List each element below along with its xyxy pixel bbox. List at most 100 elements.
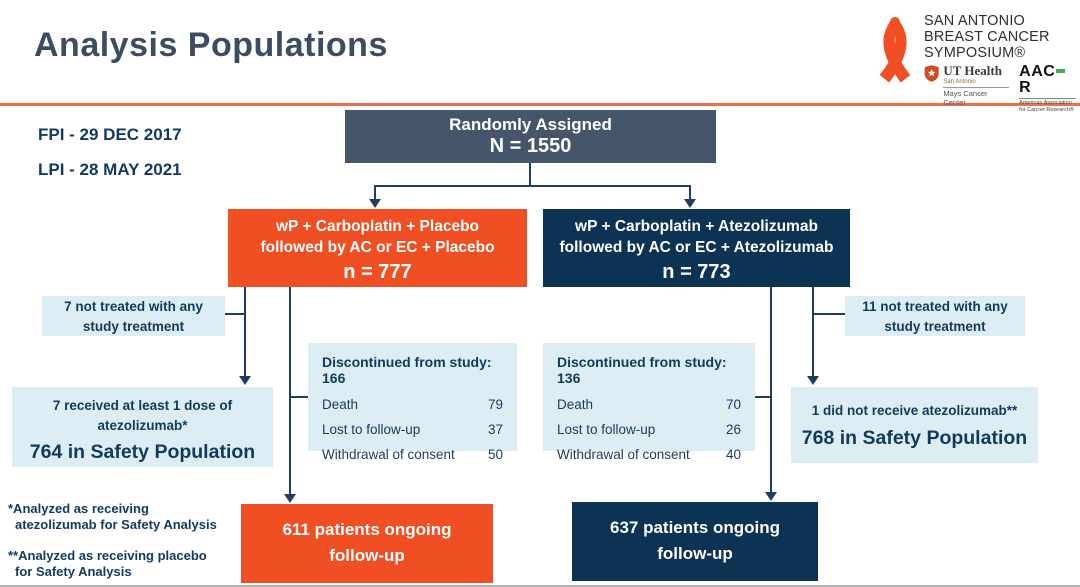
header-divider [0,103,1080,106]
ut-health-name: UT Health [943,63,1002,78]
connector-atezolizumab-discontinued [755,396,771,398]
placebo-safety-note1: 7 received at least 1 dose of [52,398,233,413]
disc-label: Death [557,397,594,412]
ut-health-logo: UT Health San Antonio Mays Cancer Center [924,63,1010,107]
aacr-green-bar-icon [1056,69,1066,73]
arrowhead-atezolizumab-ongoing [765,492,777,501]
ut-health-shield-icon [924,65,939,82]
page-title: Analysis Populations [34,26,388,64]
aacr-logo: AACR American Association for Cancer Res… [1019,64,1076,114]
placebo-arm-line1: wP + Carboplatin + Placebo [276,218,479,235]
connector-to-atezolizumab-arm [689,185,691,199]
partner-logos: UT Health San Antonio Mays Cancer Center… [924,64,1076,114]
connector-atezolizumab-safety [812,287,814,376]
fpi-date: FPI - 29 DEC 2017 [38,125,182,144]
disc-value: 79 [487,397,503,412]
table-row: Withdrawal of consent 50 [322,443,503,468]
atezolizumab-safety-box: 1 did not receive atezolizumab** 768 in … [791,387,1038,463]
arrowhead-atezolizumab-safety [807,376,819,385]
footnote1-line1: *Analyzed as receiving [8,501,149,516]
connector-placebo-safety [244,287,246,376]
aacr-aac: AAC [1019,63,1056,80]
connector-atezolizumab-ongoing [770,287,772,492]
breast-cancer-ribbon-icon [879,17,911,83]
connector-placebo-ongoing [289,287,291,494]
atezolizumab-discontinued-title: Discontinued from study: 136 [557,354,727,386]
atezolizumab-ongoing-line1: 637 patients ongoing [609,518,781,537]
atezolizumab-ongoing-line2: follow-up [657,544,733,564]
sabcs-logo-text: SAN ANTONIO BREAST CANCER SYMPOSIUM® [924,13,1050,62]
disc-label: Withdrawal of consent [557,446,690,462]
arrowhead-placebo-arm [369,199,381,208]
placebo-arm-n: n = 777 [343,260,412,283]
placebo-not-treated-line2: study treatment [82,318,185,334]
connector-placebo-discontinued [291,396,308,398]
randomly-assigned-title: Randomly Assigned [449,115,612,134]
footnote2-line1: **Analyzed as receiving placebo [8,548,207,563]
connector-placebo-not-treated [225,313,246,315]
disc-label: Withdrawal of consent [322,446,455,462]
placebo-ongoing-line2: follow-up [329,546,405,566]
slide-bottom-edge [0,585,1080,587]
atezolizumab-not-treated-line2: study treatment [884,318,986,334]
footnote-atezolizumab: *Analyzed as receiving atezolizumab for … [8,501,217,534]
disc-value: 50 [487,446,503,462]
placebo-arm-box: wP + Carboplatin + Placebo followed by A… [228,209,527,287]
footnote1-line2: atezolizumab for Safety Analysis [15,517,217,533]
aacr-subtitle-line2: for Cancer Research® [1019,107,1074,114]
disc-label: Lost to follow-up [322,421,421,437]
atezolizumab-ongoing-box: 637 patients ongoing follow-up [572,502,818,581]
ut-health-center: Mays Cancer Center [943,87,1010,107]
footnote-placebo: **Analyzed as receiving placebo for Safe… [8,548,207,581]
atezolizumab-discontinued-box: Discontinued from study: 136 Death 70 Lo… [543,343,755,462]
logo-block: SAN ANTONIO BREAST CANCER SYMPOSIUM® UT … [872,8,1076,113]
footnote2-line2: for Safety Analysis [15,564,132,580]
placebo-discontinued-title: Discontinued from study: 166 [322,354,492,386]
arrowhead-placebo-ongoing [284,494,296,503]
table-row: Death 70 [557,393,741,418]
atezolizumab-safety-population: 768 in Safety Population [801,426,1028,449]
ut-health-city: San Antonio [943,79,976,85]
connector-rand-horizontal [374,185,691,187]
placebo-safety-population: 764 in Safety Population [29,441,256,464]
placebo-safety-box: 7 received at least 1 dose of atezolizum… [12,387,273,467]
arrowhead-atezolizumab-arm [684,199,696,208]
randomly-assigned-box: Randomly Assigned N = 1550 [345,110,716,163]
placebo-ongoing-line1: 611 patients ongoing [282,520,452,539]
aacr-subtitle: American Association for Cancer Research… [1019,98,1076,114]
atezolizumab-not-treated-line1: 11 not treated with any [862,299,1008,314]
disc-value: 70 [725,397,741,412]
disc-label: Death [322,397,359,412]
aacr-r: R [1019,79,1032,96]
arrowhead-placebo-safety [239,376,251,385]
connector-rand-down [529,163,531,186]
sabcs-line1: SAN ANTONIO [924,13,1026,29]
atezolizumab-not-treated-box: 11 not treated with any study treatment [845,296,1025,336]
table-row: Withdrawal of consent 40 [557,443,741,468]
lpi-date: LPI - 28 MAY 2021 [38,160,182,179]
connector-atezolizumab-not-treated [813,313,845,315]
sabcs-line3: SYMPOSIUM® [924,45,1026,62]
disc-label: Lost to follow-up [557,421,656,437]
placebo-safety-note2: atezolizumab* [97,417,188,433]
atezolizumab-arm-n: n = 773 [662,260,731,283]
table-row: Lost to follow-up 37 [322,418,503,443]
placebo-ongoing-box: 611 patients ongoing follow-up [241,504,493,583]
disc-value: 37 [487,421,503,437]
disc-value: 40 [725,446,741,462]
placebo-not-treated-box: 7 not treated with any study treatment [42,296,225,336]
placebo-discontinued-box: Discontinued from study: 166 Death 79 Lo… [308,343,517,462]
aacr-wordmark: AACR [1019,64,1076,96]
sabcs-line2: BREAST CANCER [924,29,1050,46]
atezolizumab-arm-box: wP + Carboplatin + Atezolizumab followed… [543,209,850,287]
aacr-subtitle-line1: American Association [1019,100,1072,106]
atezolizumab-safety-note: 1 did not receive atezolizumab** [811,403,1018,418]
atezolizumab-arm-line1: wP + Carboplatin + Atezolizumab [575,218,818,235]
atezolizumab-arm-line2: followed by AC or EC + Atezolizumab [559,238,834,256]
disc-value: 26 [725,421,741,437]
placebo-not-treated-line1: 7 not treated with any [64,299,203,314]
placebo-arm-line2: followed by AC or EC + Placebo [260,238,495,256]
randomly-assigned-n: N = 1550 [489,135,572,157]
table-row: Death 79 [322,393,503,418]
